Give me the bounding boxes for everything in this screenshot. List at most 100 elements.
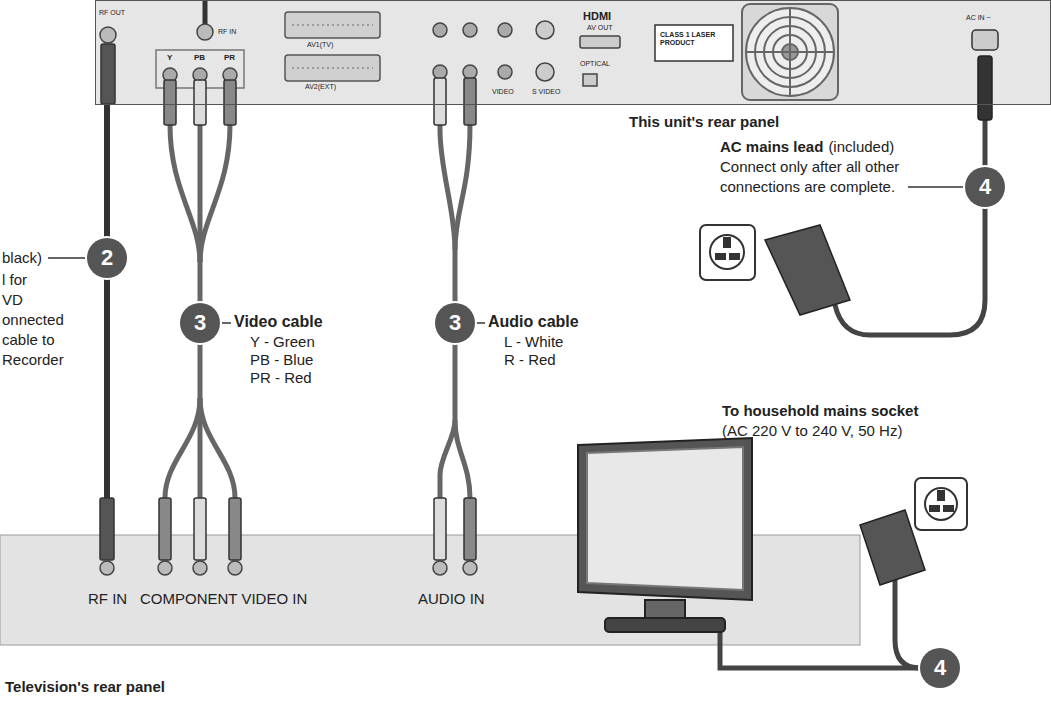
television <box>578 438 752 632</box>
av-jacks <box>433 65 447 79</box>
note-text: AC mains lead <box>720 138 823 155</box>
av-jacks <box>536 63 554 81</box>
unit-panel <box>95 0 1051 105</box>
note-text: AUDIO IN <box>418 590 485 607</box>
cable-wire <box>165 125 470 498</box>
cable-plug <box>434 78 446 125</box>
cable-plug <box>464 78 476 125</box>
digital-ports <box>580 36 620 86</box>
port-label: RF IN <box>218 28 236 36</box>
cable-wire <box>455 420 470 498</box>
scart-socket <box>285 55 380 81</box>
mains-lead <box>720 120 985 668</box>
wall-socket <box>700 225 755 280</box>
av-jacks <box>463 23 477 37</box>
av-jacks <box>498 23 512 37</box>
cable-plug <box>100 498 114 560</box>
ac-inlet <box>972 30 998 50</box>
note-text: cable to <box>2 331 55 348</box>
port-label: AV1(TV) <box>307 41 333 49</box>
note-text: connections are complete. <box>720 178 895 195</box>
television <box>587 447 743 590</box>
rf-jacks <box>100 0 213 43</box>
cable-wire <box>165 398 200 498</box>
wall-socket <box>724 238 730 247</box>
port-label: Y <box>167 53 172 62</box>
note-text: onnected <box>2 311 64 328</box>
cable-plug <box>194 498 206 560</box>
tv-jacks <box>100 561 114 575</box>
note-text: To household mains socket <box>722 402 918 419</box>
port-label: PB <box>194 53 205 62</box>
cable <box>104 105 110 535</box>
cable-plug <box>159 498 171 560</box>
port-label: VIDEO <box>492 88 514 96</box>
note-text: RF IN <box>88 590 127 607</box>
note-text: Audio cable <box>488 313 579 331</box>
cable-plug <box>224 80 236 125</box>
leader-line <box>221 322 231 324</box>
cable-plug <box>229 498 241 560</box>
note-text: COMPONENT VIDEO IN <box>140 590 307 607</box>
cooling-fan <box>742 4 838 100</box>
av-jacks <box>433 23 447 37</box>
cooling-fan <box>742 4 838 100</box>
cable-plug <box>434 498 446 560</box>
callout-number: 2 <box>87 238 127 278</box>
tv-jacks <box>158 561 172 575</box>
port-label: HDMI <box>583 10 611 23</box>
note-text: Recorder <box>2 351 64 368</box>
cable-plug <box>100 44 476 560</box>
wall-socket <box>925 488 957 520</box>
cable-wire <box>455 125 470 250</box>
wall-socket <box>944 506 953 511</box>
rf-jacks <box>203 0 208 24</box>
scart-socket <box>292 24 373 26</box>
port-label: OPTICAL <box>580 60 610 68</box>
unit-panel <box>95 0 1051 105</box>
note-text: black) <box>2 249 42 266</box>
wall-socket <box>915 478 967 530</box>
tv-jacks <box>433 561 447 575</box>
note-text: (AC 220 V to 240 V, 50 Hz) <box>722 422 902 439</box>
note-text: L - White <box>504 333 563 350</box>
scart-socket <box>292 67 373 69</box>
wall-socket <box>710 235 744 269</box>
port-label: CLASS 1 LASER PRODUCT <box>660 31 728 48</box>
port-label: AC IN ~ <box>966 14 991 22</box>
rf-jacks <box>100 27 116 43</box>
callout-number: 4 <box>920 648 960 688</box>
scart-socket <box>285 12 380 81</box>
leader-line <box>908 186 963 188</box>
laser-label <box>655 25 733 61</box>
av-jacks <box>536 21 554 39</box>
wall-socket <box>930 506 939 511</box>
television <box>578 438 752 600</box>
port-label: RF OUT <box>99 9 125 17</box>
note-text: l for <box>2 271 27 288</box>
note-text: Video cable <box>234 313 323 331</box>
callout-number: 3 <box>180 303 220 343</box>
callout-number: 3 <box>435 303 475 343</box>
panel-band: This unit's rear panel <box>95 0 1051 105</box>
cable-wire <box>170 125 200 262</box>
wall-socket <box>938 491 944 500</box>
port-label: S VIDEO <box>532 88 560 96</box>
cable-wire <box>200 398 235 498</box>
cable-plug <box>194 80 206 125</box>
digital-ports <box>583 74 597 86</box>
note-text: (included) <box>828 138 894 155</box>
cable-plug <box>464 498 476 560</box>
port-label: AV OUT <box>587 24 613 32</box>
tv-jacks <box>193 561 207 575</box>
rf-jacks <box>197 24 213 40</box>
note-text: PR - Red <box>250 369 312 386</box>
av-jacks <box>498 65 512 79</box>
television <box>605 618 725 632</box>
mains-plug <box>765 56 992 585</box>
cable-wire <box>200 125 230 262</box>
av-jacks <box>433 21 554 81</box>
cable-plug <box>101 44 115 104</box>
port-label: AV2(EXT) <box>305 83 336 91</box>
note-text: R - Red <box>504 351 556 368</box>
